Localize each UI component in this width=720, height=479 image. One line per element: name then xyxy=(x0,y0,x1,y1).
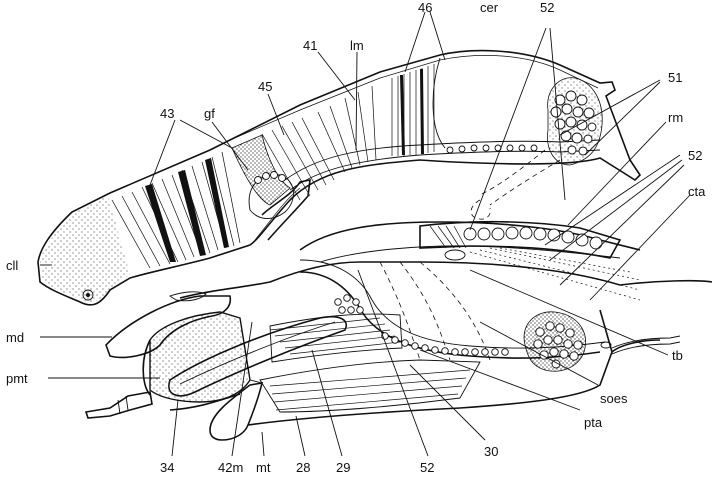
label-pmt: pmt xyxy=(6,371,28,386)
label-mt: mt xyxy=(256,460,271,475)
gland-cluster-dorsal xyxy=(547,77,603,166)
nerve-loop xyxy=(248,171,311,241)
labels: 43 gf 45 41 lm 46 cer 52 51 rm 52 cta cl… xyxy=(6,0,706,475)
label-cll: cll xyxy=(6,258,18,273)
label-tb: tb xyxy=(672,348,683,363)
dashed-connection xyxy=(470,149,561,220)
label-52-bottom: 52 xyxy=(420,460,434,475)
pharynx-region xyxy=(299,220,641,301)
label-cer: cer xyxy=(480,0,499,15)
gland-row-ventral xyxy=(463,226,603,250)
label-soes: soes xyxy=(600,391,628,406)
label-28: 28 xyxy=(296,460,310,475)
label-gf: gf xyxy=(204,106,215,121)
label-46: 46 xyxy=(418,0,432,15)
label-pta: pta xyxy=(584,415,603,430)
gland-row-dorsal-tube xyxy=(446,144,538,154)
leader-lines xyxy=(40,11,691,457)
label-cta: cta xyxy=(688,184,706,199)
label-42m: 42m xyxy=(218,460,243,475)
label-45: 45 xyxy=(258,79,272,94)
glandular-field-gf xyxy=(231,134,291,206)
label-rm: rm xyxy=(668,110,683,125)
muscle-bands-46 xyxy=(391,64,435,156)
label-51: 51 xyxy=(668,70,682,85)
label-52-right: 52 xyxy=(688,148,702,163)
muscle-bands-43 xyxy=(111,151,241,269)
label-43: 43 xyxy=(160,106,174,121)
ventral-body xyxy=(84,261,713,441)
label-30: 30 xyxy=(484,444,498,459)
label-md: md xyxy=(6,330,24,345)
label-52-top: 52 xyxy=(540,0,554,15)
label-29: 29 xyxy=(336,460,350,475)
label-34: 34 xyxy=(160,460,174,475)
label-41: 41 xyxy=(303,38,317,53)
ring-tb xyxy=(600,335,681,355)
gland-cluster-soes xyxy=(523,311,586,372)
head-capsule xyxy=(37,49,642,306)
label-lm: lm xyxy=(350,38,364,53)
muscle-bands-45-41 xyxy=(261,85,377,201)
